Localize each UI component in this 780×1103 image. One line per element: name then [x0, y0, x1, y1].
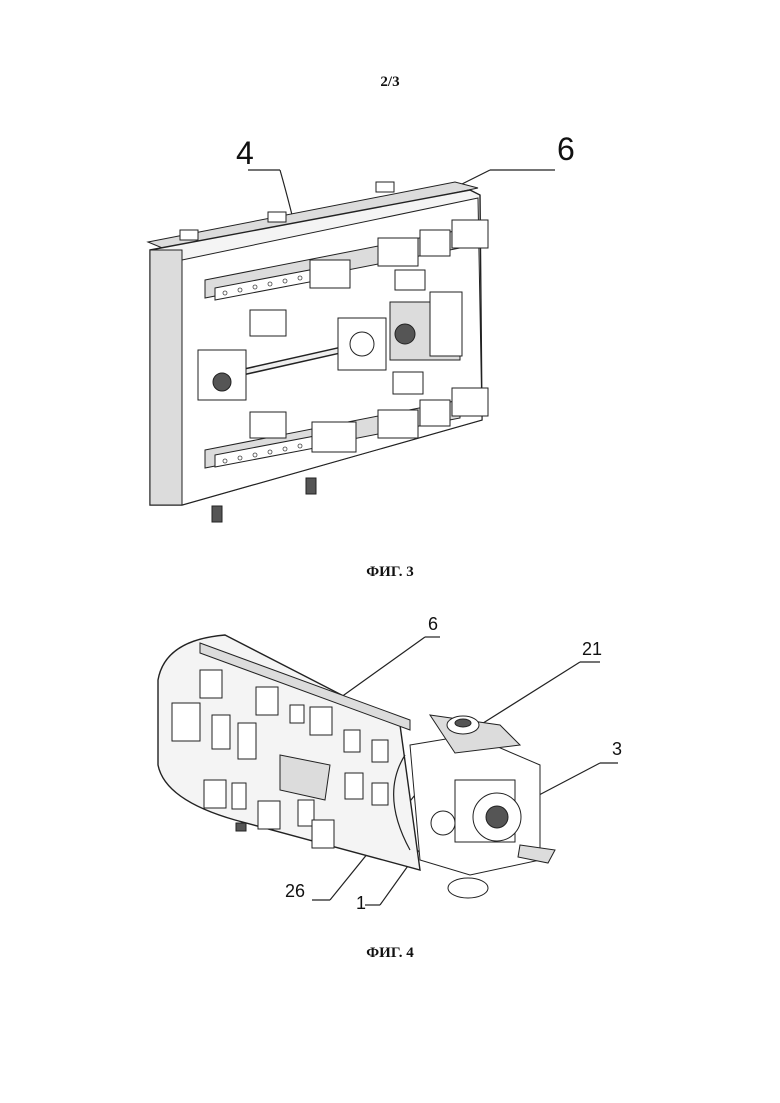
- slider-block-lower-right: [378, 410, 418, 438]
- figure-4-drawing: 6 21 3 26 1: [0, 605, 780, 925]
- slider-block-lower-left: [250, 412, 286, 438]
- label-6: 6: [557, 131, 575, 167]
- bottom-spindle: [448, 878, 488, 898]
- side-flange: [431, 811, 455, 835]
- slider-block-lower-far: [420, 400, 450, 426]
- nut-flange: [350, 332, 374, 356]
- page-number: 2/3: [0, 74, 780, 91]
- slider-block-lower-mid: [312, 422, 356, 452]
- leader-line-21-diag: [480, 662, 580, 725]
- head-top-bore: [455, 719, 471, 727]
- boss-1: [180, 230, 198, 240]
- slider-block-lower-end: [452, 388, 488, 416]
- spindle-nose: [486, 806, 508, 828]
- support-foot-right: [306, 478, 316, 494]
- motor-rear: [430, 292, 462, 356]
- slider-block-upper-end: [452, 220, 488, 248]
- figure-3-drawing: 4 6: [0, 120, 780, 540]
- slider-block-upper-right: [378, 238, 418, 266]
- label-6-fig4: 6: [428, 614, 438, 634]
- label-21: 21: [582, 639, 602, 659]
- motor-coupling: [395, 324, 415, 344]
- slider-block-mid: [393, 372, 423, 394]
- slider-block-upper-left: [250, 310, 286, 336]
- label-4: 4: [236, 135, 254, 171]
- boss-2: [268, 212, 286, 222]
- support-foot-left: [212, 506, 222, 522]
- slider-block-upper-mid: [310, 260, 350, 288]
- label-26: 26: [285, 881, 305, 901]
- figure-4-caption: ФИГ. 4: [0, 945, 780, 962]
- slider-block-small: [395, 270, 425, 290]
- label-3: 3: [612, 739, 622, 759]
- left-bearing: [213, 373, 231, 391]
- leader-line-6b-diag: [330, 637, 425, 705]
- boss-3: [376, 182, 394, 192]
- label-1: 1: [356, 893, 366, 913]
- ram-foot: [236, 823, 246, 831]
- left-column: [150, 250, 182, 505]
- slider-block-upper-far: [420, 230, 450, 256]
- figure-3-caption: ФИГ. 3: [0, 564, 780, 581]
